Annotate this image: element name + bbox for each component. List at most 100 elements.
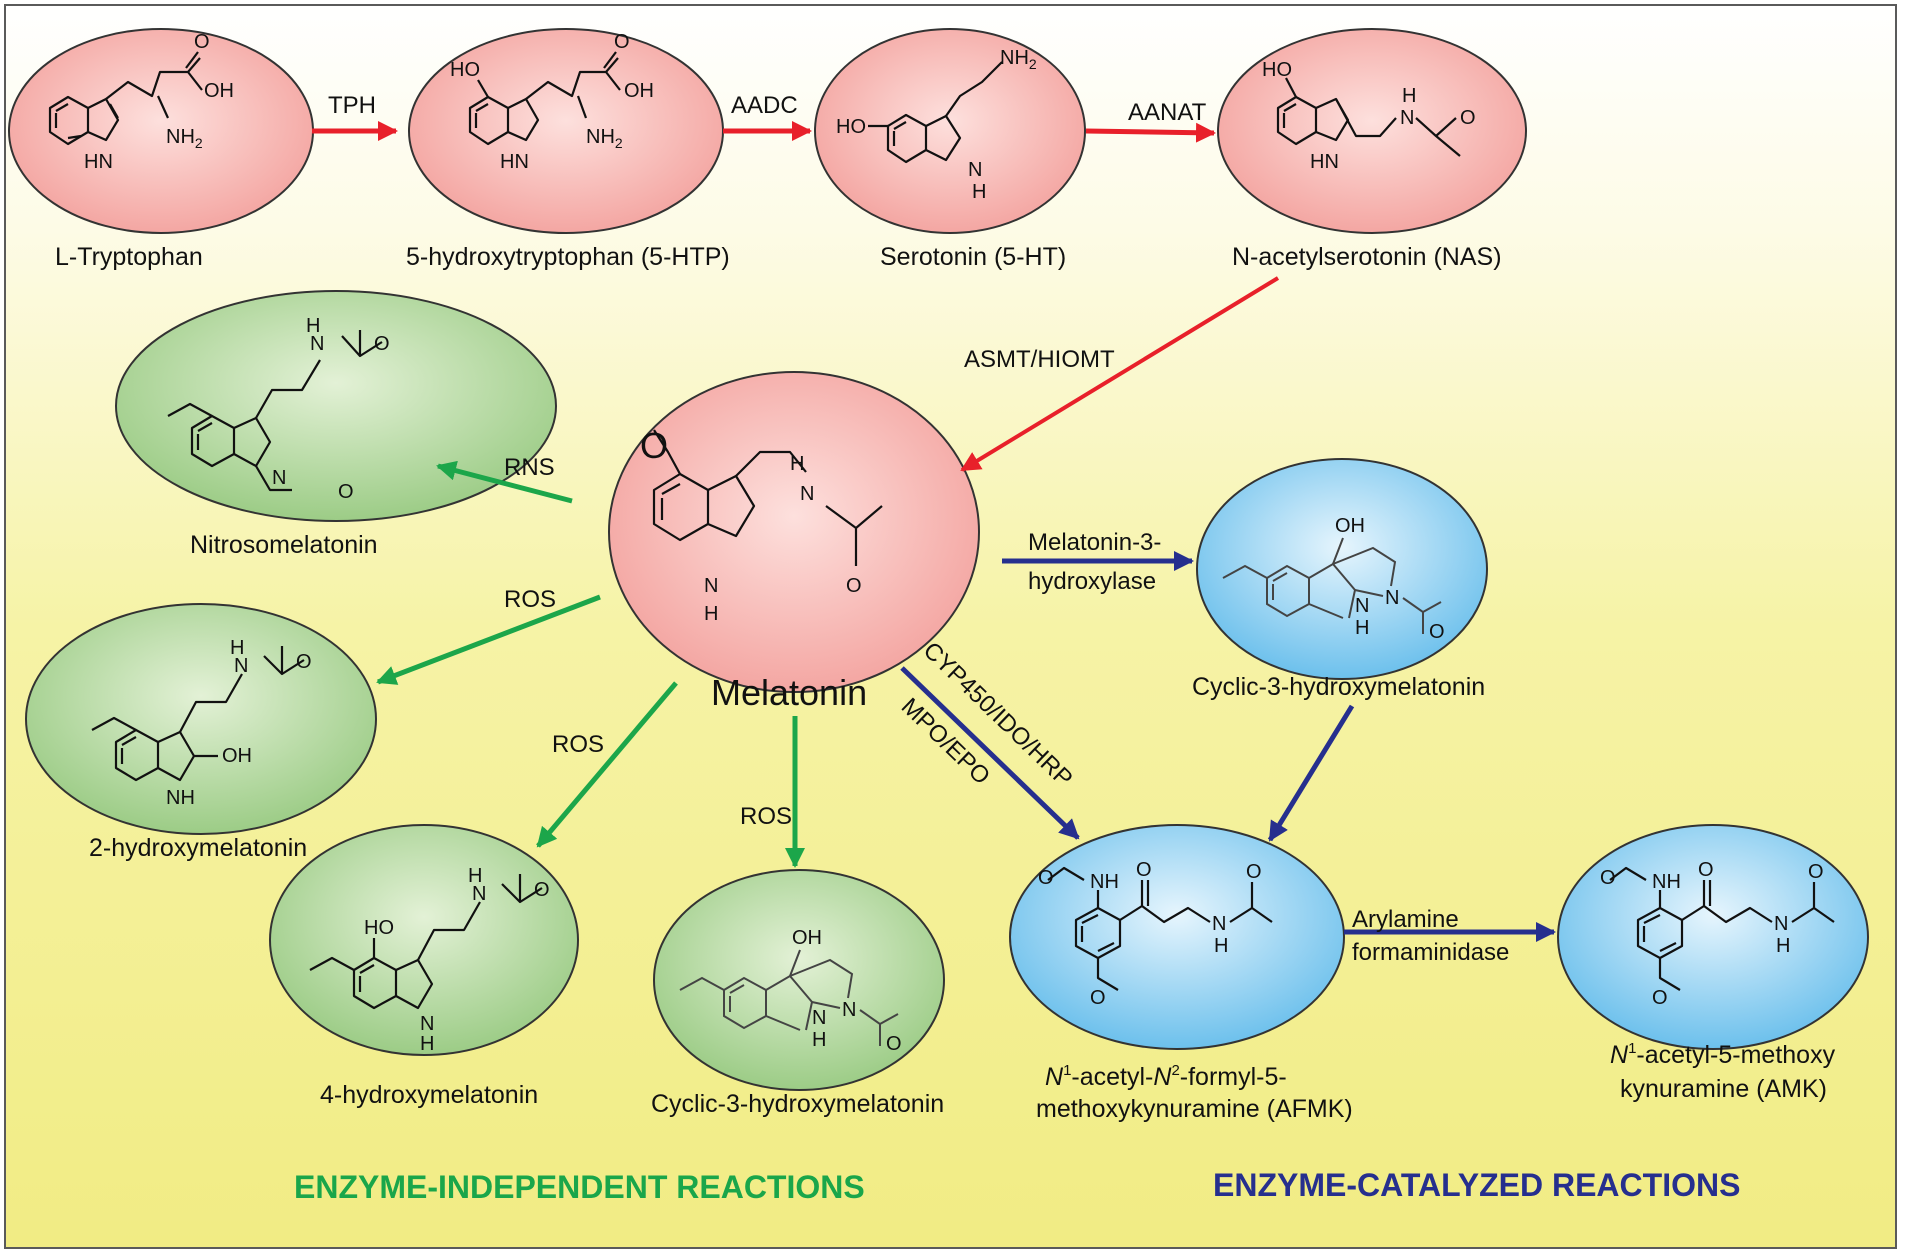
n-label-2h: N — [234, 655, 248, 677]
n-label-mel-2: N — [704, 575, 718, 597]
o-label-cg: O — [886, 1033, 902, 1055]
o-label-afmk: O — [1038, 867, 1054, 889]
oh-label-cb: OH — [1335, 515, 1365, 537]
nh2-label-2: NH2 — [586, 126, 623, 151]
nas-structure: HO HN N H O — [1262, 59, 1476, 173]
enzyme-tph: TPH — [328, 92, 376, 119]
o-label-2h: O — [296, 651, 312, 673]
o-label-3: O — [1460, 107, 1476, 129]
tryptophan-node — [8, 28, 314, 234]
enzyme-cyp: CYP450/IDO/HRP — [918, 637, 1078, 793]
afmk-node — [1009, 824, 1345, 1050]
h-label-4h-2: H — [420, 1033, 434, 1055]
label-melatonin: Melatonin — [711, 672, 867, 713]
label-serotonin: Serotonin (5-HT) — [880, 243, 1066, 271]
oh-label-2: OH — [624, 80, 654, 102]
afmk-structure: O NH O N H O O — [1038, 859, 1273, 1009]
two-hydroxy-node — [25, 603, 377, 835]
o-label-2: O — [614, 31, 630, 53]
enzyme-aanat: AANAT — [1128, 99, 1207, 126]
enzyme-m3h-line2: hydroxylase — [1028, 568, 1156, 595]
label-nitroso: Nitrosomelatonin — [190, 531, 378, 559]
n-label-4h-2: N — [420, 1013, 434, 1035]
melatonin-node — [608, 371, 980, 693]
n-label-mel: N — [800, 483, 814, 505]
serotonin-structure: HO NH2 N H — [836, 47, 1037, 203]
amk-structure: O NH O N H O O — [1600, 859, 1835, 1009]
label-amk-line2: kynuramine (AMK) — [1620, 1075, 1827, 1103]
enzyme-ros-1: ROS — [504, 586, 556, 613]
arrow-ros-1 — [376, 594, 601, 685]
o-label-amk: O — [1600, 867, 1616, 889]
hn-label-2: HN — [1310, 151, 1339, 173]
oh-label: OH — [204, 80, 234, 102]
nas-node — [1217, 28, 1527, 234]
o-label-afmk-2: O — [1136, 859, 1152, 881]
n-label-nit: N — [310, 333, 324, 355]
cyclic-blue-node — [1196, 458, 1488, 680]
o-label-nit: O — [374, 333, 390, 355]
n-label: N — [968, 159, 982, 181]
two-hydroxy-structure: N H O OH NH — [91, 637, 312, 809]
n-label-cg: N — [842, 999, 856, 1021]
four-hydroxy-structure: HO N H O N H — [309, 865, 550, 1055]
label-htp: 5-hydroxytryptophan (5-HTP) — [406, 243, 730, 271]
arrow-cyclic-afmk — [1267, 704, 1355, 842]
h-label-nit: H — [306, 315, 320, 337]
serotonin-node — [814, 28, 1086, 234]
enzyme-ros-3: ROS — [740, 803, 792, 830]
oh-label-2h: OH — [222, 745, 252, 767]
melatonin-structure: O N H O N H — [640, 425, 883, 625]
enzyme-aadc: AADC — [731, 92, 798, 119]
nitroso-node — [115, 290, 557, 522]
n-label-2: N — [1400, 107, 1414, 129]
h-label: H — [972, 181, 986, 203]
n-label-4h: N — [472, 883, 486, 905]
o-label-4h: O — [534, 879, 550, 901]
label-two-hydroxy: 2-hydroxymelatonin — [89, 834, 307, 862]
n-label-cg-2: N — [812, 1007, 826, 1029]
label-four-hydroxy: 4-hydroxymelatonin — [320, 1081, 538, 1109]
h-label-2: H — [1402, 85, 1416, 107]
o-label-afmk-4: O — [1090, 987, 1106, 1009]
h-label-2h: H — [230, 637, 244, 659]
label-tryptophan: L-Tryptophan — [55, 243, 203, 271]
enzyme-aryl-line2: formaminidase — [1352, 939, 1509, 966]
n-label-afmk: N — [1212, 913, 1226, 935]
h-label-mel-2: H — [704, 603, 718, 625]
o-label-afmk-3: O — [1246, 861, 1262, 883]
nh-label-afmk: NH — [1090, 871, 1119, 893]
htp-structure: HO HN NH2 O OH — [450, 31, 654, 173]
o-label-amk-4: O — [1652, 987, 1668, 1009]
enzyme-asmt: ASMT/HIOMT — [964, 346, 1115, 373]
nh-label-amk: NH — [1652, 871, 1681, 893]
cyclic-green-node — [653, 869, 945, 1091]
h-label-amk: H — [1776, 935, 1790, 957]
o-label: O — [194, 31, 210, 53]
four-hydroxy-node — [269, 824, 579, 1056]
enzyme-rns: RNS — [504, 454, 555, 481]
heading-independent: ENZYME-INDEPENDENT REACTIONS — [294, 1169, 865, 1205]
hn-label: HN — [500, 151, 529, 173]
heading-catalyzed: ENZYME-CATALYZED REACTIONS — [1213, 1167, 1740, 1203]
label-cyclic-green: Cyclic-3-hydroxymelatonin — [651, 1090, 944, 1118]
ho-label-3: HO — [1262, 59, 1292, 81]
n-label-amk: N — [1774, 913, 1788, 935]
label-amk-line1: N1-acetyl-5-methoxy — [1610, 1040, 1836, 1069]
cyclic-blue-structure: OH N O H N — [1222, 515, 1445, 643]
arrow-aanat — [1085, 122, 1216, 143]
nh-label: HN — [84, 151, 113, 173]
label-afmk-line2: methoxykynuramine (AFMK) — [1036, 1095, 1353, 1123]
tryptophan-structure: HN NH2 O OH — [48, 31, 234, 173]
n-label-cb: N — [1385, 587, 1399, 609]
nh-label-2h: NH — [166, 787, 195, 809]
ho-label-4h: HO — [364, 917, 394, 939]
nh2-label: NH2 — [166, 126, 203, 151]
o-label-mel: O — [640, 425, 668, 466]
arrow-ros-2 — [536, 681, 678, 848]
h-label-mel: H — [790, 453, 804, 475]
h-label-cg: H — [812, 1029, 826, 1051]
nh2-label-3: NH2 — [1000, 47, 1037, 72]
o-label-amk-2: O — [1698, 859, 1714, 881]
